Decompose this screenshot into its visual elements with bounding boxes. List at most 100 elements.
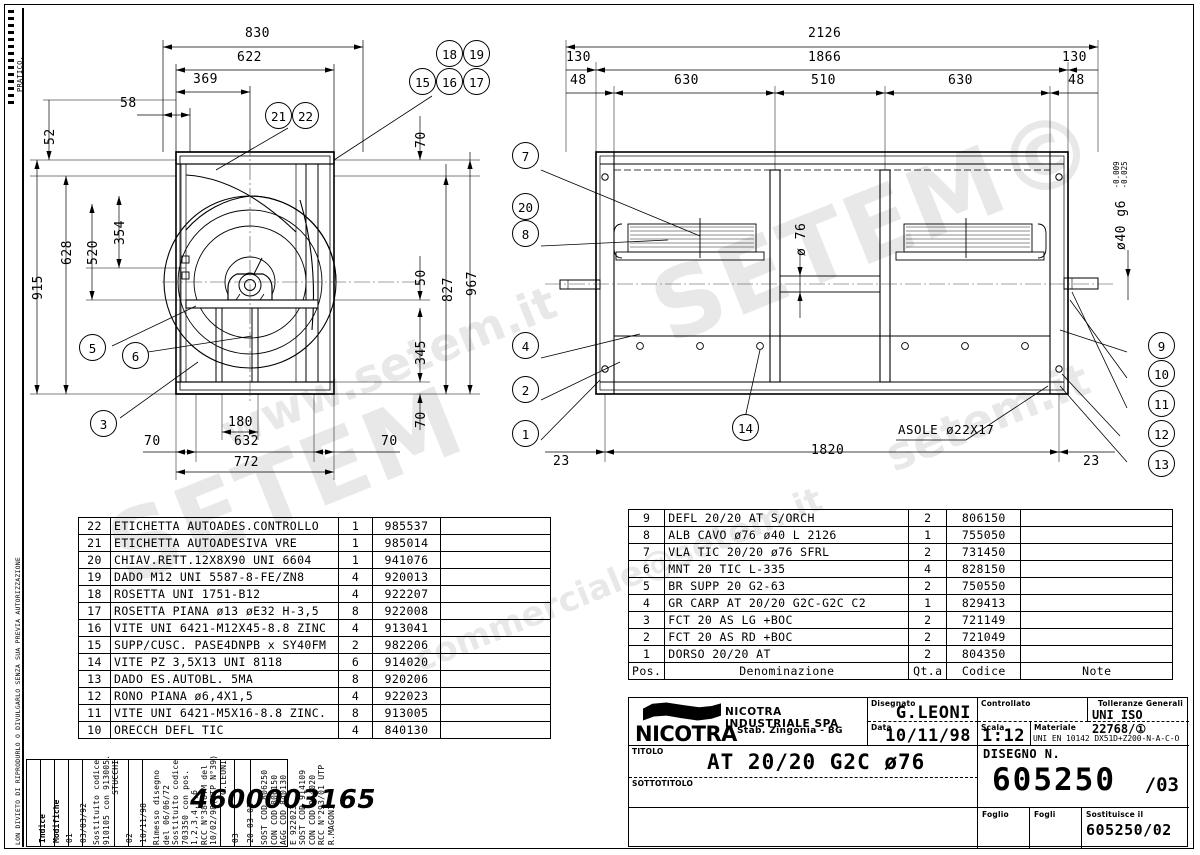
cell-codice: 750550 — [946, 577, 1022, 595]
cell-qta: 4 — [908, 560, 948, 578]
cell-codice: 913041 — [372, 619, 441, 637]
balloon-21[interactable]: 21 — [265, 102, 292, 129]
cell-qta: 1 — [338, 551, 373, 569]
fogli-label: Fogli — [1034, 810, 1056, 819]
disegno-n-value: 605250 — [992, 762, 1116, 798]
cell-codice: 941076 — [372, 551, 441, 569]
sottotitolo-cell: SOTTOTITOLO — [629, 778, 978, 808]
cell-denominazione: FCT 20 AS LG +BOC — [664, 611, 910, 629]
revision-text-01: Sostituito codice 910105 con 913005. STU… — [83, 755, 120, 846]
balloon-14[interactable]: 14 — [732, 414, 759, 441]
cell-denominazione: ETICHETTA AUTOADES.CONTROLLO — [110, 517, 339, 535]
balloon-16[interactable]: 16 — [436, 68, 463, 95]
dim-23-right: 23 — [1083, 454, 1100, 469]
cell-pos: 15 — [78, 636, 111, 654]
cell-codice: 922207 — [372, 585, 441, 603]
revision-block: Indice Modifiche 01 03/03/92 Sostituito … — [26, 755, 336, 847]
dim-622: 622 — [237, 50, 262, 65]
cell-pos: 1 — [627, 645, 666, 663]
balloon-3[interactable]: 3 — [90, 410, 117, 437]
balloon-11[interactable]: 11 — [1148, 390, 1175, 417]
balloon-2[interactable]: 2 — [512, 376, 539, 403]
cell-denominazione: MNT 20 TIC L-335 — [664, 560, 910, 578]
company-name: NICOTRA INDUSTRIALE SPA — [725, 706, 839, 730]
cell-pos: 5 — [627, 577, 666, 595]
balloon-6[interactable]: 6 — [122, 342, 149, 369]
header-denominazione: Denominazione — [664, 662, 910, 680]
dim-23-left: 23 — [553, 454, 570, 469]
cell-pos: 13 — [78, 670, 111, 688]
cell-note — [440, 551, 551, 569]
balloon-1[interactable]: 1 — [512, 420, 539, 447]
cell-codice: 922023 — [372, 687, 441, 705]
cell-pos: 16 — [78, 619, 111, 637]
balloon-12[interactable]: 12 — [1148, 420, 1175, 447]
left-margin-note: LON DIVIETO DI RIPRODURLO O DIVULGARLO S… — [14, 557, 22, 845]
cell-note — [440, 602, 551, 620]
cell-qta: 1 — [908, 594, 948, 612]
dim-48-left: 48 — [570, 73, 587, 88]
cell-note — [1020, 645, 1174, 663]
dim-967: 967 — [465, 271, 480, 296]
balloon-10[interactable]: 10 — [1148, 360, 1175, 387]
balloon-22[interactable]: 22 — [292, 102, 319, 129]
cell-qta: 4 — [338, 568, 373, 586]
dim-369: 369 — [193, 72, 218, 87]
cell-codice: 913005 — [372, 704, 441, 722]
cell-codice: 985537 — [372, 517, 441, 535]
tolerance-diameter: ø40 g6 — [1114, 200, 1129, 250]
disegnato-cell: Disegnato G.LEONI — [868, 698, 978, 723]
revision-entry-03: 03 — [221, 760, 240, 846]
cell-codice: 982206 — [372, 636, 441, 654]
cell-denominazione: BR SUPP 20 G2-63 — [664, 577, 910, 595]
dim-520: 520 — [86, 240, 101, 265]
cell-pos: 14 — [78, 653, 111, 671]
title-block: NICOTRA NICOTRA INDUSTRIALE SPA Stab. Zi… — [628, 697, 1189, 848]
balloon-4[interactable]: 4 — [512, 332, 539, 359]
dim-632: 632 — [234, 434, 259, 449]
dim-130-left: 130 — [566, 50, 591, 65]
cell-qta: 4 — [338, 619, 373, 637]
cell-qta: 2 — [908, 543, 948, 561]
balloon-19[interactable]: 19 — [463, 40, 490, 67]
cell-pos: 21 — [78, 534, 111, 552]
balloon-15[interactable]: 15 — [409, 68, 436, 95]
revision-date-03: 20-03-02 — [235, 760, 255, 846]
balloon-8[interactable]: 8 — [512, 220, 539, 247]
cell-qta: 8 — [338, 670, 373, 688]
disegno-n-revision: /03 — [1144, 774, 1179, 796]
cell-note — [1020, 526, 1174, 544]
sostituisce-label: Sostituisce il — [1086, 810, 1144, 819]
sheet-border-inner — [22, 8, 1192, 847]
cell-qta: 1 — [338, 534, 373, 552]
balloon-7[interactable]: 7 — [512, 142, 539, 169]
cell-pos: 7 — [627, 543, 666, 561]
cell-codice: 829413 — [946, 594, 1022, 612]
cell-note — [440, 653, 551, 671]
tolleranze-label: Tolleranze Generali — [1098, 699, 1184, 708]
balloon-20[interactable]: 20 — [512, 193, 539, 220]
scala-value: 1:12 — [982, 726, 1025, 746]
sottotitolo-label: SOTTOTITOLO — [632, 779, 694, 788]
top-margin-note: PRATICO. — [16, 55, 24, 92]
balloon-9[interactable]: 9 — [1148, 332, 1175, 359]
materiale-cell: Materiale UNI EN 10142 DX51D+Z200-N-A-C-… — [1031, 722, 1189, 746]
disegnato-value: G.LEONI — [895, 703, 971, 723]
data-label: Data — [871, 723, 892, 732]
dim-48-right: 48 — [1068, 73, 1085, 88]
cell-codice: 721049 — [946, 628, 1022, 646]
cell-note — [1020, 594, 1174, 612]
cell-denominazione: VITE UNI 6421-M12X45-8.8 ZINC — [110, 619, 339, 637]
dim-52: 52 — [43, 128, 58, 145]
balloon-13[interactable]: 13 — [1148, 450, 1175, 477]
balloon-5[interactable]: 5 — [79, 334, 106, 361]
balloon-17[interactable]: 17 — [463, 68, 490, 95]
titolo-cell: TITOLO AT 20/20 G2C ø76 — [629, 746, 978, 778]
cell-note — [440, 704, 551, 722]
balloon-18[interactable]: 18 — [436, 40, 463, 67]
